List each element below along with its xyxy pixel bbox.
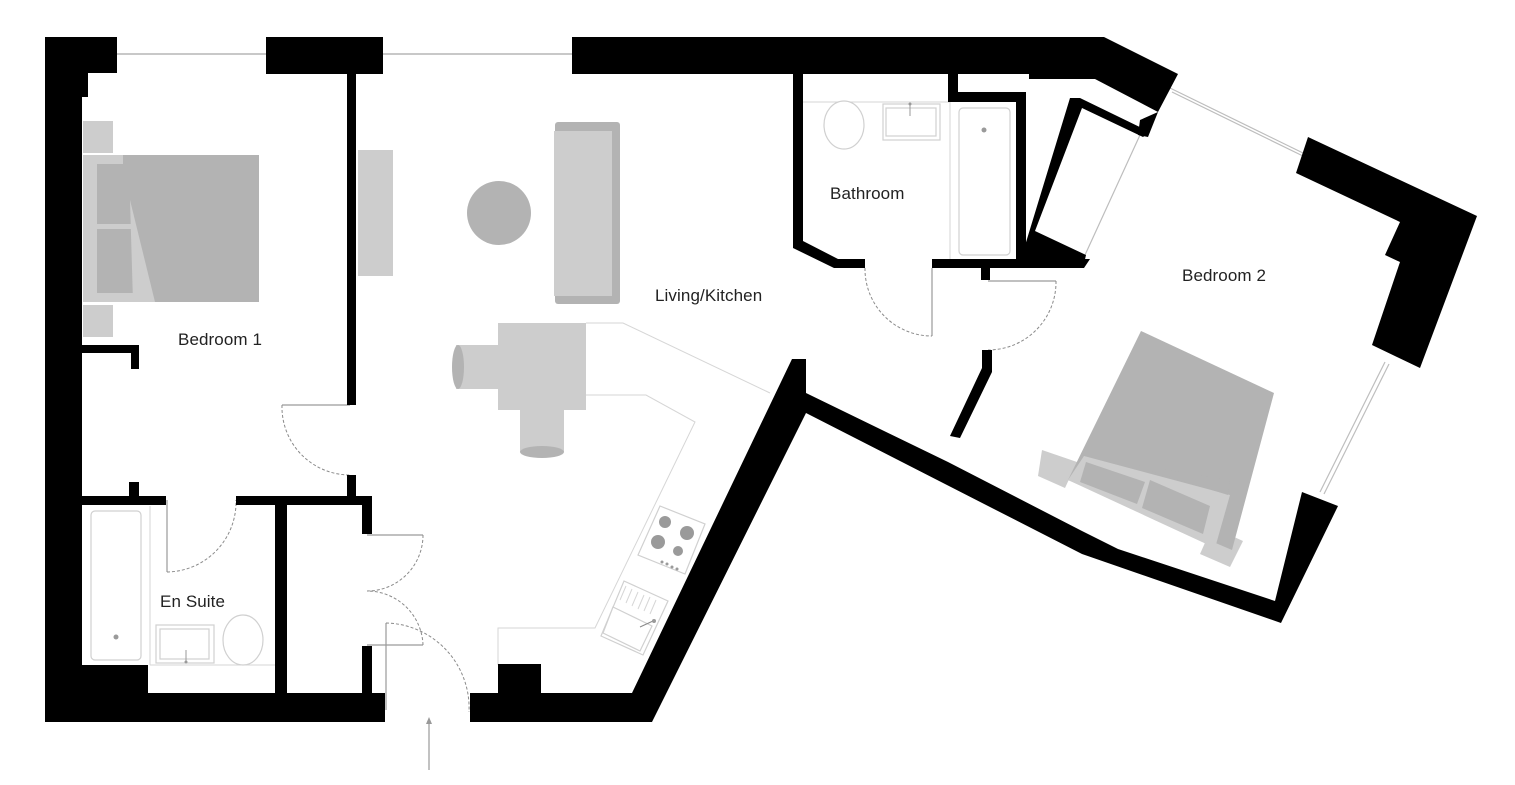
wall-bedroom1-living: [347, 74, 356, 405]
wall-cupboard-angled: [1020, 98, 1150, 268]
window-bedroom-2-side: [1319, 361, 1386, 493]
sofa: [554, 122, 620, 304]
bed-bedroom-1: [83, 121, 259, 337]
cupboard-sliding-door: [1084, 134, 1141, 256]
furniture: [83, 121, 1274, 567]
wall-top-right: [572, 37, 1178, 112]
kitchen-sink: [600, 580, 669, 656]
arrow-up-icon: [426, 717, 432, 770]
wall-bottom-kitchen: [470, 359, 1338, 722]
wall-top-pier: [266, 37, 383, 74]
bath-en-suite: [90, 510, 142, 661]
en-suite-fixtures: [90, 506, 275, 666]
basin-en-suite: [155, 624, 215, 664]
walls: [45, 37, 1477, 722]
room-label-en-suite: En Suite: [160, 592, 226, 611]
basin-bathroom: [882, 102, 941, 141]
wall-en-suite-top: [82, 496, 166, 505]
room-label-living-kitchen: Living/Kitchen: [655, 286, 763, 305]
wall-bathroom: [793, 74, 865, 268]
room-label-bedroom-2: Bedroom 2: [1182, 266, 1267, 285]
room-label-bedroom-1: Bedroom 1: [178, 330, 263, 349]
kitchen-counter: [586, 322, 771, 394]
wall-left-outer: [45, 37, 385, 722]
coffee-table: [467, 181, 531, 245]
bathroom-fixtures: [803, 100, 1011, 260]
bed-bedroom-2: [1038, 331, 1274, 567]
window-bedroom-2-top: [1169, 87, 1304, 154]
windows: [117, 53, 1390, 495]
room-label-bathroom: Bathroom: [830, 184, 905, 203]
tv-unit: [358, 150, 393, 276]
wall-bedroom2-corner: [1296, 137, 1477, 368]
kitchen: [497, 322, 771, 665]
bath-bathroom: [958, 107, 1011, 256]
toilet-en-suite: [222, 614, 264, 666]
hob: [637, 505, 706, 575]
dining-set: [452, 323, 586, 458]
toilet-bathroom: [823, 100, 865, 150]
doors: [166, 267, 1057, 713]
